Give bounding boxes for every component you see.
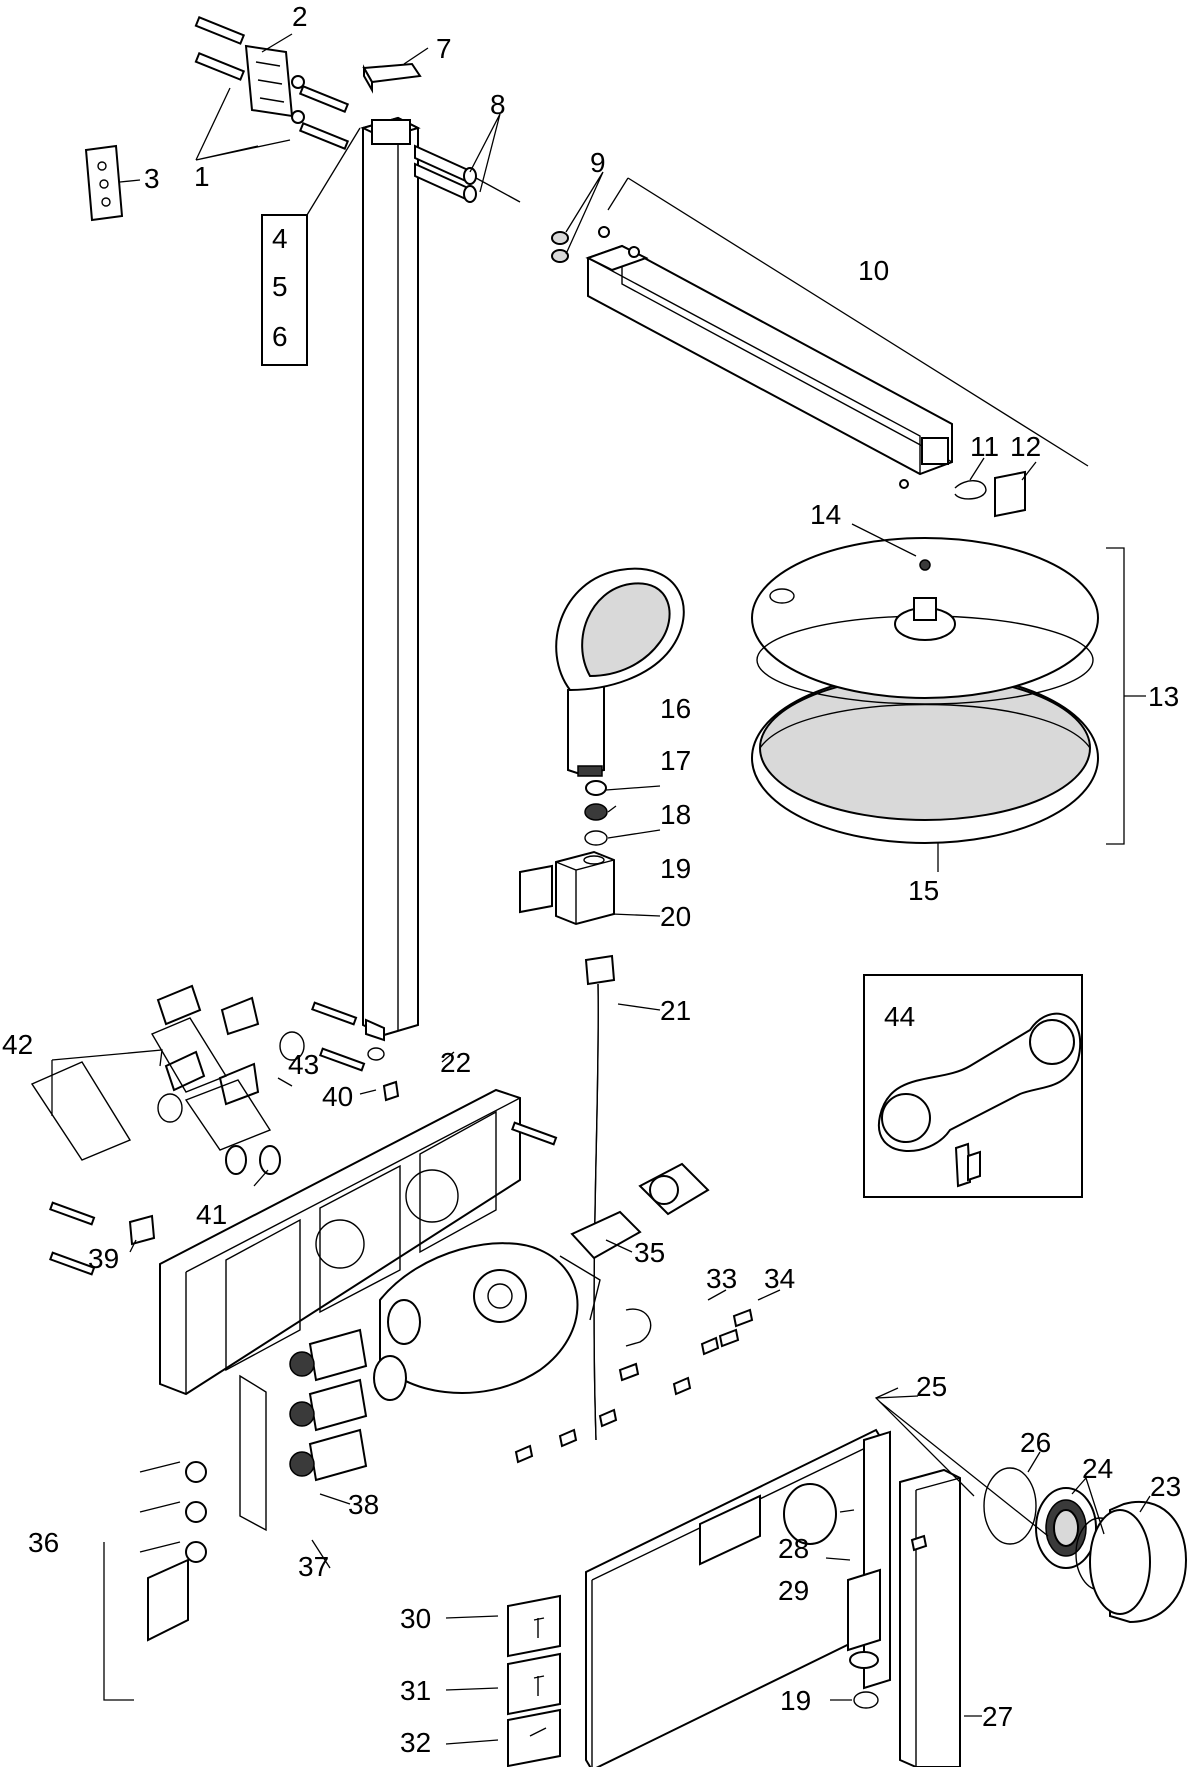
hand-shower-holder [519, 850, 615, 926]
callout-26: 26 [1020, 1427, 1051, 1458]
callout-labels: 1 2 3 4 5 6 7 8 9 10 11 12 13 14 15 16 1… [2, 1, 1181, 1758]
shower-rail [360, 116, 421, 1042]
callout-7: 7 [436, 33, 452, 64]
callout-39: 39 [88, 1243, 119, 1274]
callout-19-upper: 19 [660, 853, 691, 884]
callout-3: 3 [144, 163, 160, 194]
cartridges [289, 1328, 368, 1482]
callout-5: 5 [272, 271, 288, 302]
callout-37: 37 [298, 1551, 329, 1582]
callout-2: 2 [292, 1, 308, 32]
callout-25: 25 [916, 1371, 947, 1402]
callout-19-lower: 19 [780, 1685, 811, 1716]
callout-9: 9 [590, 147, 606, 178]
hand-shower [555, 567, 685, 777]
callout-38: 38 [348, 1489, 379, 1520]
callout-12: 12 [1010, 431, 1041, 462]
knob-sleeve [1035, 1487, 1097, 1569]
callout-13: 13 [1148, 681, 1179, 712]
callout-42: 42 [2, 1029, 33, 1060]
callout-17: 17 [660, 745, 691, 776]
rail-hoses [414, 144, 521, 203]
callout-1: 1 [194, 161, 210, 192]
diverter-cartridge [570, 1162, 710, 1260]
callout-28: 28 [778, 1533, 809, 1564]
rail-cap [362, 62, 422, 94]
callout-33: 33 [706, 1263, 737, 1294]
callout-30: 30 [400, 1603, 431, 1634]
callout-14: 14 [810, 499, 841, 530]
callout-23: 23 [1150, 1471, 1181, 1502]
arm-clip [954, 480, 987, 500]
callout-32: 32 [400, 1727, 431, 1758]
overhead-shower-head [751, 537, 1099, 844]
lower-rail-cover [899, 1468, 961, 1767]
wall-mount-screws [194, 15, 350, 151]
callout-29: 29 [778, 1575, 809, 1606]
arm-end-cap [994, 470, 1026, 518]
callout-34: 34 [764, 1263, 795, 1294]
hand-shower-small-parts [584, 780, 608, 846]
callout-16: 16 [660, 693, 691, 724]
callout-6: 6 [272, 321, 288, 352]
push-buttons [507, 1594, 561, 1767]
callout-10: 10 [858, 255, 889, 286]
group-42-outlines [30, 1017, 272, 1161]
lower-rail-bracket [847, 1430, 891, 1690]
shower-hose [584, 954, 616, 1441]
callout-18: 18 [660, 799, 691, 830]
thermostat-body [373, 1242, 601, 1401]
callout-20: 20 [660, 901, 691, 932]
callout-15: 15 [908, 875, 939, 906]
o-ring [983, 1467, 1037, 1545]
callout-36: 36 [28, 1527, 59, 1558]
callout-31: 31 [400, 1675, 431, 1706]
callout-4: 4 [272, 223, 288, 254]
shower-arm [585, 226, 953, 489]
callout-40: 40 [322, 1081, 353, 1112]
cover-screws [514, 1308, 754, 1464]
valve-small-parts [367, 1047, 400, 1102]
leader-lines [51, 33, 1151, 1745]
callout-35: 35 [634, 1237, 665, 1268]
small-screw-29 [910, 1534, 928, 1552]
callout-41: 41 [196, 1199, 227, 1230]
connection-fittings [128, 984, 305, 1246]
callout-21: 21 [660, 995, 691, 1026]
mounting-plate [84, 144, 124, 222]
parts-4-5-6-box [261, 214, 308, 366]
loose-screws-left [49, 1001, 558, 1276]
thermostat-knob [1089, 1500, 1188, 1624]
callout-24: 24 [1082, 1453, 1113, 1484]
callout-44: 44 [884, 1001, 915, 1032]
wall-bracket [244, 44, 294, 118]
callout-27: 27 [982, 1701, 1013, 1732]
tool-detail-box [863, 974, 1083, 1198]
side-bracket-parts [139, 1374, 267, 1642]
callout-43: 43 [288, 1049, 319, 1080]
callout-11: 11 [970, 431, 999, 462]
arm-washers [551, 231, 569, 263]
callout-22: 22 [440, 1047, 471, 1078]
u-clip [625, 1308, 652, 1347]
valve-housing [159, 1088, 521, 1396]
callout-8: 8 [490, 89, 506, 120]
bottom-washer [853, 1691, 879, 1709]
cover-plate [585, 1428, 883, 1767]
